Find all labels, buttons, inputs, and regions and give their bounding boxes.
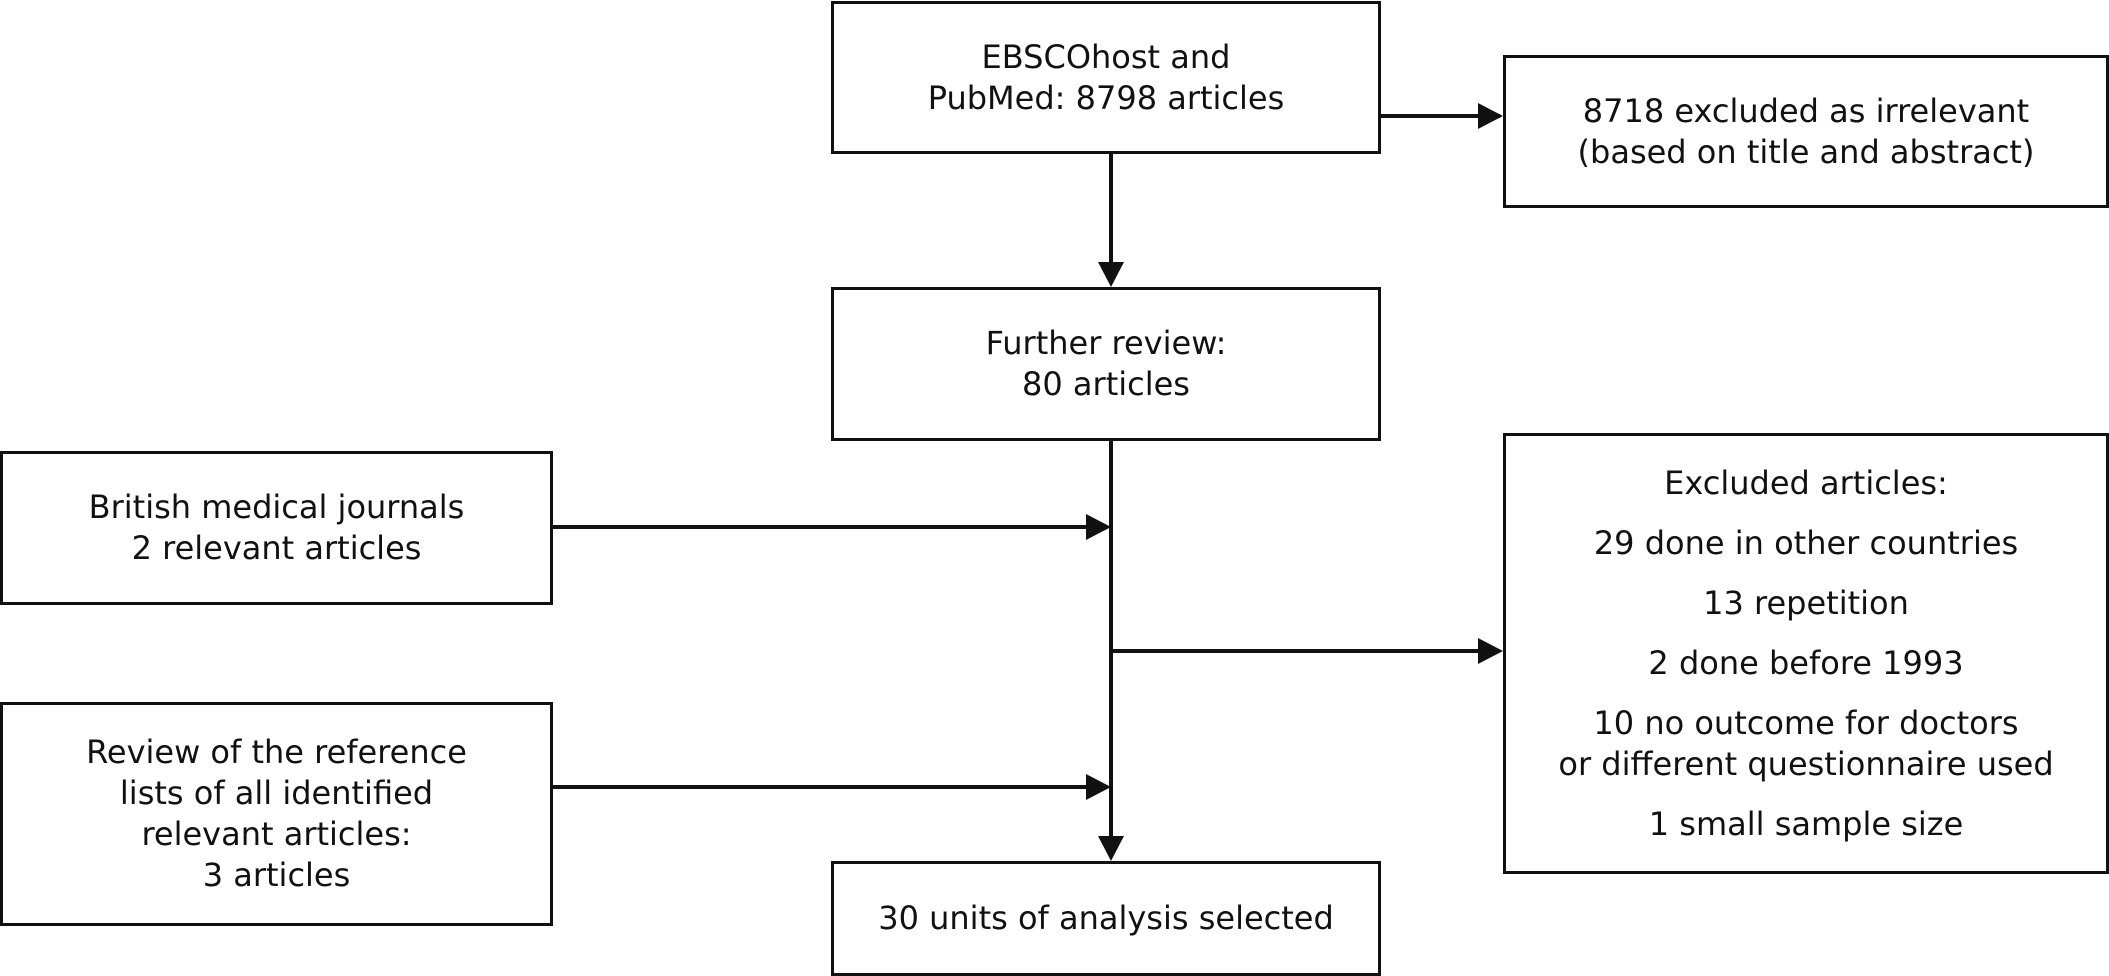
search-box-line-2: PubMed: 8798 articles	[927, 78, 1285, 117]
search-box-line-1: EBSCOhost and	[981, 37, 1231, 76]
excluded-reason-no-outcome-line-2: or different questionnaire used	[1558, 744, 2054, 783]
reference-lists-line-4: 3 articles	[202, 856, 351, 894]
british-journals-line-1: British medical journals	[88, 488, 465, 526]
excluded-irrelevant-line-2: (based on title and abstract)	[1577, 132, 2035, 171]
reference-lists-line-3: relevant articles:	[141, 815, 412, 853]
arrowhead-reference-lists	[1086, 774, 1111, 800]
excluded-reason-small-sample: 1 small sample size	[1648, 804, 1964, 843]
selected-box: 30 units of analysis selected	[831, 861, 1381, 976]
excluded-reason-other-countries: 29 done in other countries	[1593, 523, 2019, 562]
further-review-box: Further review: 80 articles	[831, 287, 1381, 441]
excluded-articles-heading: Excluded articles:	[1664, 463, 1948, 502]
arrowhead-excluded-irrelevant	[1478, 103, 1503, 129]
arrowhead-british-journals	[1086, 514, 1111, 540]
reference-lists-line-1: Review of the reference	[86, 733, 467, 771]
arrowhead-selected	[1098, 836, 1124, 861]
british-journals-line-2: 2 relevant articles	[131, 529, 422, 567]
excluded-irrelevant-box: 8718 excluded as irrelevant (based on ti…	[1503, 55, 2109, 208]
arrowhead-further-review	[1098, 262, 1124, 287]
selected-line-1: 30 units of analysis selected	[878, 899, 1334, 937]
further-review-line-1: Further review:	[985, 324, 1227, 362]
excluded-reason-repetition: 13 repetition	[1703, 583, 1909, 622]
reference-lists-line-2: lists of all identified	[119, 774, 434, 812]
further-review-line-2: 80 articles	[1022, 365, 1190, 403]
british-journals-box: British medical journals 2 relevant arti…	[0, 451, 553, 605]
excluded-irrelevant-line-1: 8718 excluded as irrelevant	[1582, 91, 2030, 130]
excluded-reason-no-outcome-line-1: 10 no outcome for doctors	[1593, 703, 2019, 742]
search-box: EBSCOhost and PubMed: 8798 articles	[831, 1, 1381, 154]
excluded-articles-box: Excluded articles: 29 done in other coun…	[1503, 433, 2109, 874]
excluded-reason-before-1993: 2 done before 1993	[1648, 643, 1964, 682]
arrowhead-excluded-articles	[1478, 638, 1503, 664]
reference-lists-box: Review of the reference lists of all ide…	[0, 702, 553, 926]
